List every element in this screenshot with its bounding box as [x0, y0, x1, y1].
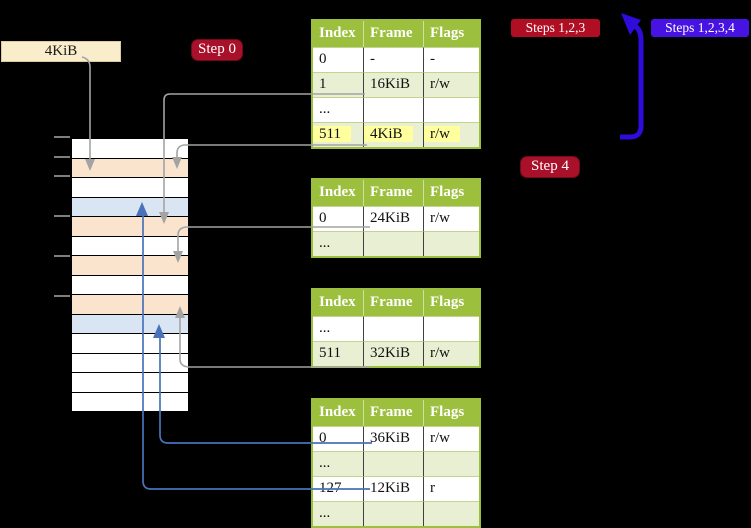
cell-index: 0 — [313, 426, 364, 451]
memory-row — [72, 313, 188, 333]
cell-frame — [364, 316, 424, 341]
cell-index: 511 — [313, 122, 364, 147]
cell-flags: r — [424, 476, 479, 501]
memory-row — [72, 391, 188, 411]
cell-index: 0 — [313, 47, 364, 72]
physical-memory-column — [70, 137, 190, 413]
header-flags: Flags — [424, 180, 479, 206]
cr3-4kib-box: 4KiB — [1, 41, 121, 62]
page-table-1: Index Frame Flags 0 - - 1 16KiB r/w ... … — [311, 19, 481, 149]
highlighted-value: 4KiB — [370, 126, 413, 142]
memory-row — [72, 333, 188, 353]
cell-flags — [424, 97, 479, 122]
cell-frame: 16KiB — [364, 72, 424, 97]
address-tick — [54, 156, 70, 158]
header-index: Index — [313, 290, 364, 316]
memory-row — [72, 157, 188, 177]
page-table-3: Index Frame Flags ... 511 32KiB r/w — [311, 288, 481, 368]
cell-frame: 24KiB — [364, 206, 424, 231]
cell-index: ... — [313, 231, 364, 256]
cell-flags: - — [424, 47, 479, 72]
address-tick — [54, 215, 70, 217]
cell-index: ... — [313, 97, 364, 122]
memory-row — [72, 139, 188, 158]
cell-frame — [364, 231, 424, 256]
cell-flags — [424, 316, 479, 341]
cell-flags: r/w — [424, 341, 479, 366]
cell-flags: r/w — [424, 72, 479, 97]
cell-index: ... — [313, 316, 364, 341]
cell-index: 127 — [313, 476, 364, 501]
memory-row — [72, 352, 188, 372]
step4-badge: Step 4 — [520, 156, 580, 178]
memory-row — [72, 235, 188, 255]
memory-row — [72, 216, 188, 236]
memory-row — [72, 274, 188, 294]
cell-frame: 12KiB — [364, 476, 424, 501]
cell-flags — [424, 501, 479, 526]
memory-row — [72, 196, 188, 216]
header-index: Index — [313, 21, 364, 47]
header-frame: Frame — [364, 21, 424, 47]
header-frame: Frame — [364, 400, 424, 426]
cell-index: ... — [313, 501, 364, 526]
address-tick — [54, 175, 70, 177]
cell-frame: 4KiB — [364, 122, 424, 147]
header-flags: Flags — [424, 21, 479, 47]
cell-index: 0 — [313, 206, 364, 231]
cell-frame: 36KiB — [364, 426, 424, 451]
header-flags: Flags — [424, 290, 479, 316]
cell-index: 1 — [313, 72, 364, 97]
header-flags: Flags — [424, 400, 479, 426]
header-index: Index — [313, 400, 364, 426]
address-tick — [54, 136, 70, 138]
memory-row — [72, 294, 188, 314]
cell-index: 511 — [313, 341, 364, 366]
page-table-4: Index Frame Flags 0 36KiB r/w ... 127 12… — [311, 398, 481, 528]
cell-flags: r/w — [424, 206, 479, 231]
memory-row — [72, 177, 188, 197]
memory-row — [72, 255, 188, 275]
cell-flags: r/w — [424, 426, 479, 451]
highlighted-value: r/w — [430, 126, 460, 142]
step0-badge: Step 0 — [191, 39, 243, 61]
cell-frame — [364, 97, 424, 122]
page-table-2: Index Frame Flags 0 24KiB r/w ... — [311, 178, 481, 258]
cell-frame: - — [364, 47, 424, 72]
address-tick — [54, 295, 70, 297]
arrowhead-upleft-icon — [621, 13, 641, 35]
steps123-badge: Steps 1,2,3 — [511, 19, 600, 37]
cell-flags — [424, 231, 479, 256]
cell-frame: 32KiB — [364, 341, 424, 366]
header-frame: Frame — [364, 180, 424, 206]
highlighted-value: 511 — [319, 126, 351, 142]
cell-flags — [424, 451, 479, 476]
cell-frame — [364, 451, 424, 476]
steps1234-badge: Steps 1,2,3,4 — [651, 19, 749, 37]
arrow-loop-to-steps123 — [620, 23, 644, 140]
cell-flags: r/w — [424, 122, 479, 147]
header-index: Index — [313, 180, 364, 206]
cell-frame — [364, 501, 424, 526]
cell-index: ... — [313, 451, 364, 476]
address-tick — [54, 255, 70, 257]
header-frame: Frame — [364, 290, 424, 316]
memory-row — [72, 372, 188, 392]
